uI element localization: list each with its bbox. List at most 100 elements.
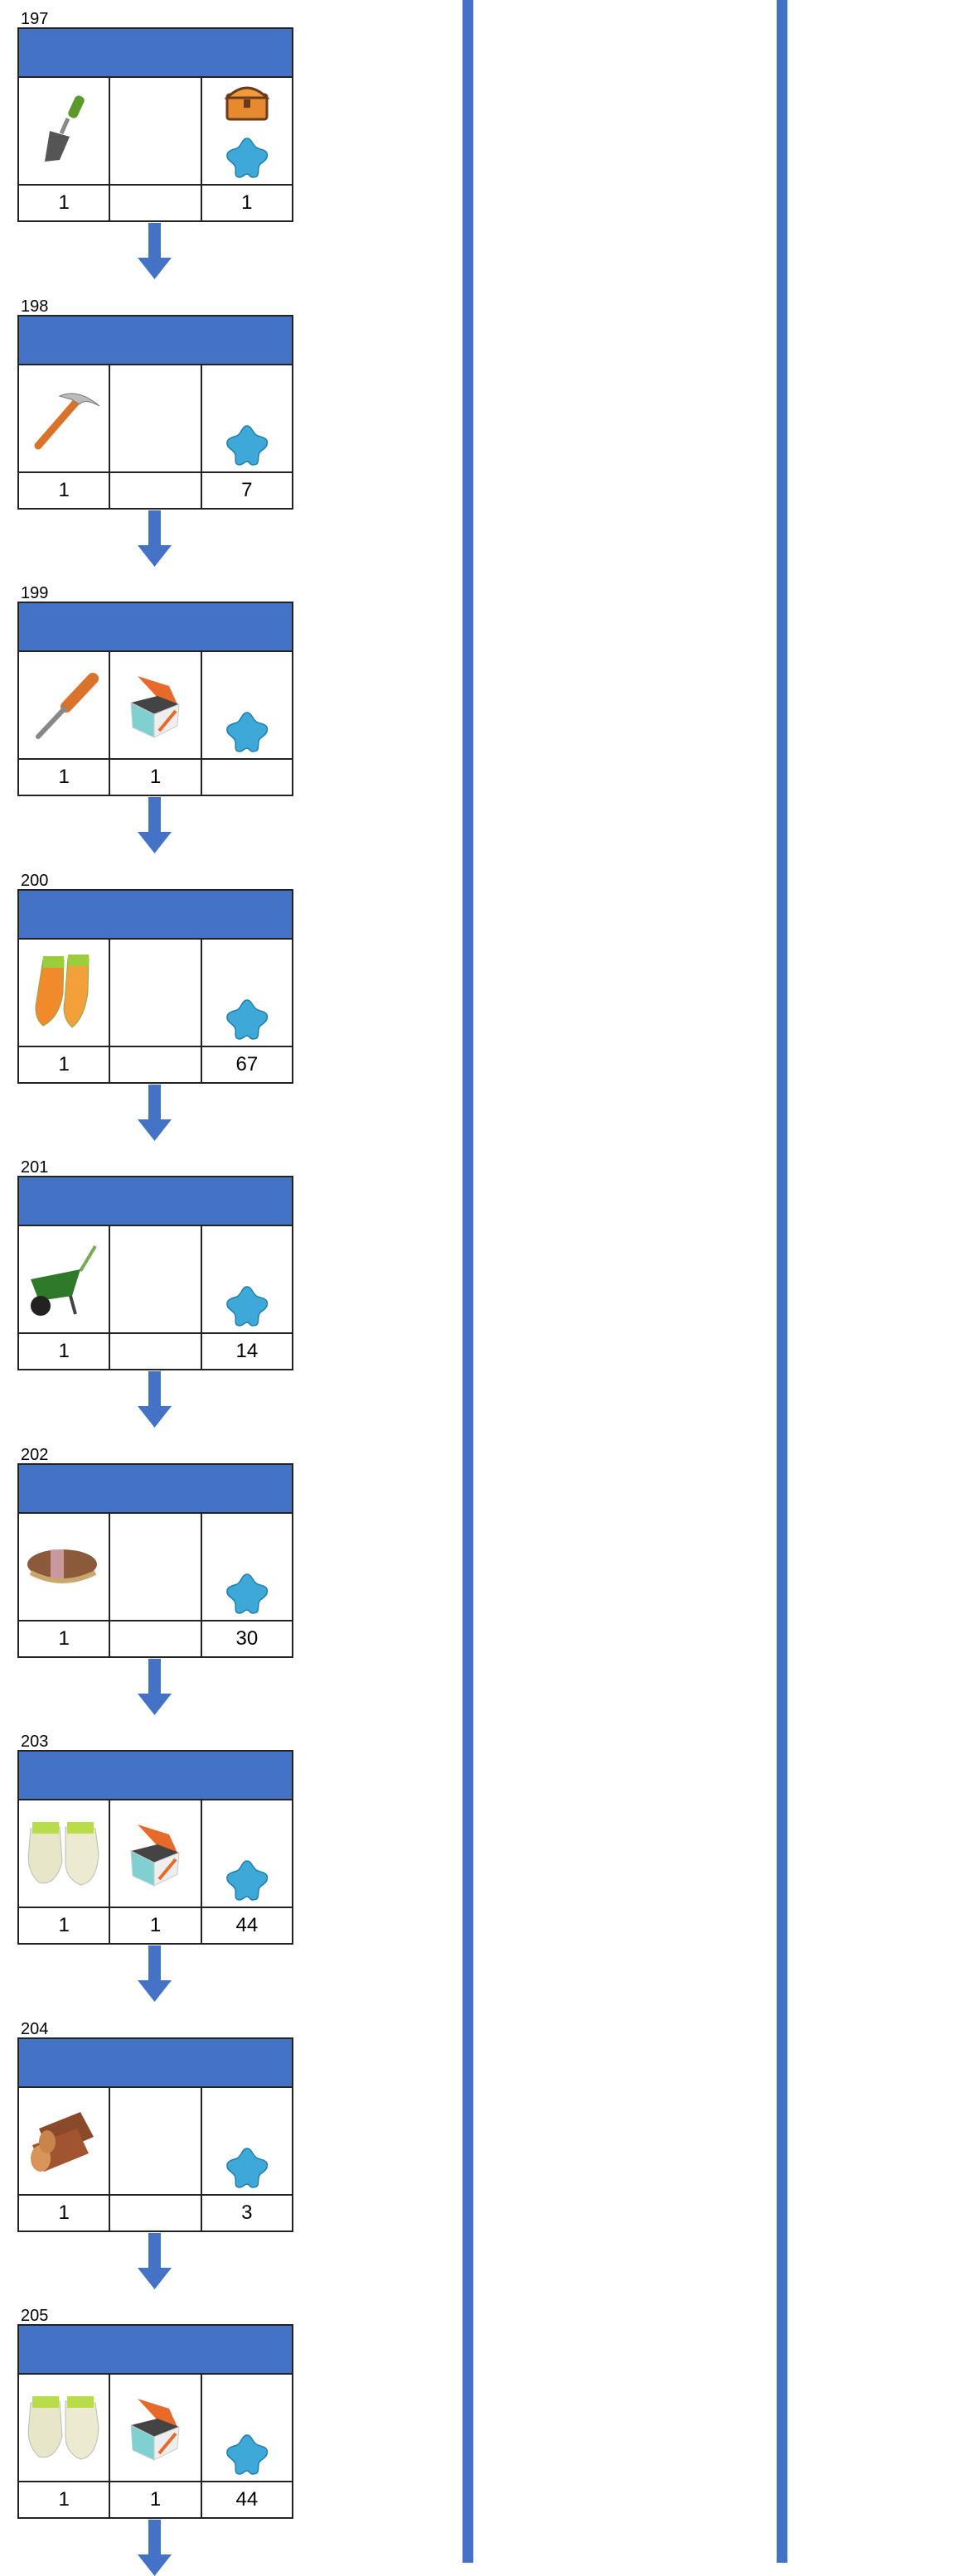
icon-row xyxy=(19,365,292,471)
icon-cell xyxy=(110,2087,202,2194)
screw-box-icon xyxy=(126,2390,184,2469)
step-number: 200 xyxy=(21,871,49,890)
icon-cell xyxy=(19,939,111,1046)
down-arrow-icon xyxy=(138,2232,172,2289)
icon-cell xyxy=(110,652,202,758)
icon-row xyxy=(19,939,292,1046)
icon-cell xyxy=(19,652,111,758)
step-number: 202 xyxy=(21,1445,49,1464)
count-cell: 1 xyxy=(110,2482,202,2517)
icon-row xyxy=(19,1226,292,1332)
blue-star-icon xyxy=(225,423,269,471)
down-arrow-icon xyxy=(138,1945,172,2002)
column-divider-2 xyxy=(777,0,787,2563)
count-cell xyxy=(110,1621,202,1656)
icon-cell xyxy=(110,365,202,471)
column-divider-1 xyxy=(463,0,473,2563)
count-cell: 1 xyxy=(110,1908,202,1943)
count-cell xyxy=(110,1046,202,1082)
count-cell xyxy=(202,760,292,795)
wheelbarrow-icon xyxy=(22,1238,105,1325)
table-header-bar xyxy=(19,1752,292,1800)
icon-cell xyxy=(202,940,292,1046)
count-cell: 1 xyxy=(241,191,253,214)
step-number: 198 xyxy=(21,297,49,316)
icon-cell xyxy=(202,652,292,758)
step-number: 199 xyxy=(21,584,49,602)
screw-box-icon xyxy=(126,668,184,747)
icon-row xyxy=(19,78,292,184)
blue-star-icon xyxy=(225,1572,269,1619)
icon-row xyxy=(19,2375,292,2481)
count-cell: 7 xyxy=(241,478,253,501)
icon-cell xyxy=(110,1800,202,1907)
step-number: 197 xyxy=(21,10,49,28)
garden-gloves-icon xyxy=(22,1812,105,1899)
icon-cell xyxy=(110,939,202,1046)
blue-star-icon xyxy=(225,710,269,757)
count-cell: 1 xyxy=(19,2195,111,2230)
step-number: 204 xyxy=(21,2019,49,2038)
down-arrow-icon xyxy=(138,1371,172,1428)
icon-cell xyxy=(202,1514,292,1620)
table-header-bar xyxy=(19,603,292,652)
count-cell: 1 xyxy=(19,1046,111,1082)
icon-cell xyxy=(110,78,202,184)
down-arrow-icon xyxy=(138,797,172,853)
count-cell: 3 xyxy=(241,2201,253,2224)
down-arrow-icon xyxy=(138,1084,172,1141)
count-cell: 1 xyxy=(19,1621,111,1656)
icon-row xyxy=(19,652,292,758)
step-table: 1 14 xyxy=(17,1176,293,1370)
count-cell: 1 xyxy=(19,186,111,220)
icon-cell xyxy=(19,365,111,471)
icon-cell xyxy=(19,1800,111,1907)
icon-cell xyxy=(202,1226,292,1332)
down-arrow-icon xyxy=(138,2520,172,2576)
count-cell: 1 xyxy=(19,472,111,508)
table-header-bar xyxy=(19,29,292,78)
icon-cell xyxy=(19,2375,111,2481)
count-cell: 14 xyxy=(235,1340,259,1362)
blue-star-icon xyxy=(225,2146,269,2193)
garden-gloves-icon xyxy=(22,2386,105,2473)
count-cell xyxy=(110,1334,202,1369)
step-number: 203 xyxy=(21,1733,49,1751)
blue-star-icon xyxy=(225,998,269,1045)
icon-cell xyxy=(110,2375,202,2481)
count-cell: 1 xyxy=(110,760,202,795)
icon-cell xyxy=(19,78,111,184)
icon-cell xyxy=(19,1226,111,1332)
step-number: 205 xyxy=(21,2307,49,2325)
count-cell xyxy=(110,472,202,508)
table-header-bar xyxy=(19,2326,292,2375)
step-number: 201 xyxy=(21,1158,49,1177)
count-row: 1 30 xyxy=(19,1619,292,1656)
icon-cell xyxy=(202,2375,292,2481)
trowel-icon xyxy=(35,94,93,172)
count-cell: 30 xyxy=(235,1626,259,1650)
icon-cell xyxy=(202,365,292,471)
count-cell: 1 xyxy=(19,1908,111,1943)
icon-cell xyxy=(202,1800,292,1907)
step-table: 1 30 xyxy=(17,1462,293,1658)
table-header-bar xyxy=(19,890,292,940)
count-cell: 1 xyxy=(19,1334,111,1369)
down-arrow-icon xyxy=(138,1658,172,1715)
count-cell xyxy=(110,186,202,220)
table-header-bar xyxy=(19,2038,292,2088)
icon-cell xyxy=(110,1226,202,1332)
